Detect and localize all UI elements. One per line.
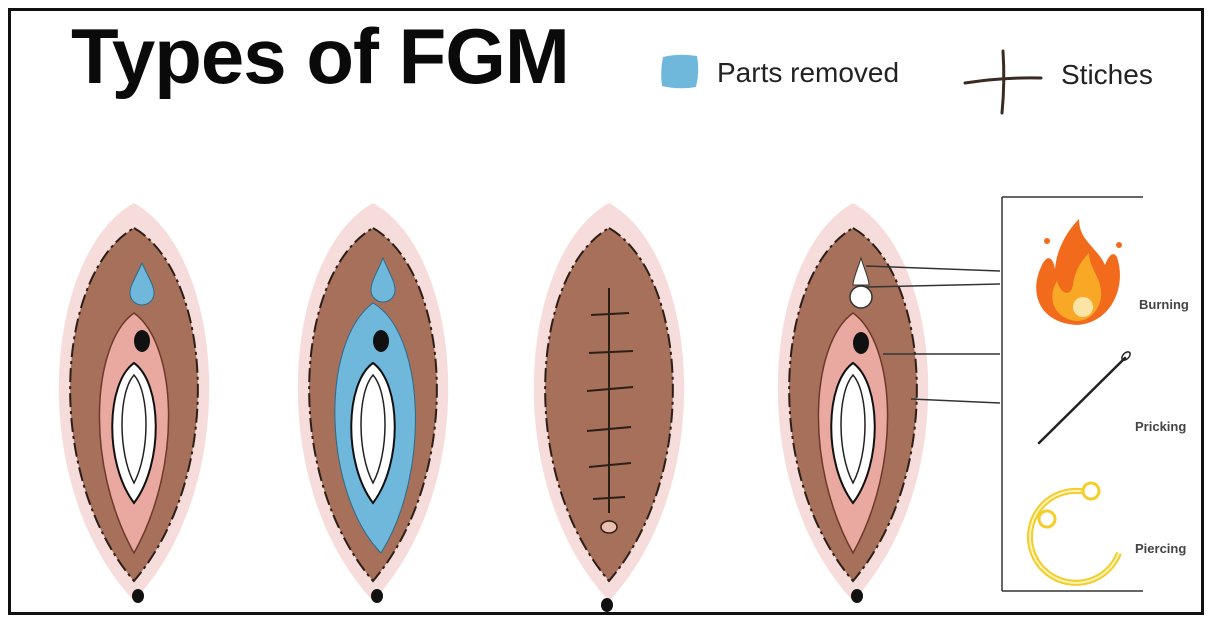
figure-frame: Types of FGM Parts removed Stiches	[8, 8, 1204, 615]
fgm-diagrams	[11, 11, 1204, 615]
fire-icon	[1036, 219, 1122, 325]
pricking-label: Pricking	[1135, 419, 1186, 434]
needle-icon	[1039, 350, 1132, 443]
type-2-diagram	[298, 203, 448, 603]
piercing-label: Piercing	[1135, 541, 1186, 556]
ring-icon	[1030, 483, 1119, 583]
type-1-diagram	[59, 203, 209, 603]
type-3-diagram	[534, 203, 684, 612]
type-4-diagram	[778, 203, 928, 603]
burning-label: Burning	[1139, 297, 1189, 312]
